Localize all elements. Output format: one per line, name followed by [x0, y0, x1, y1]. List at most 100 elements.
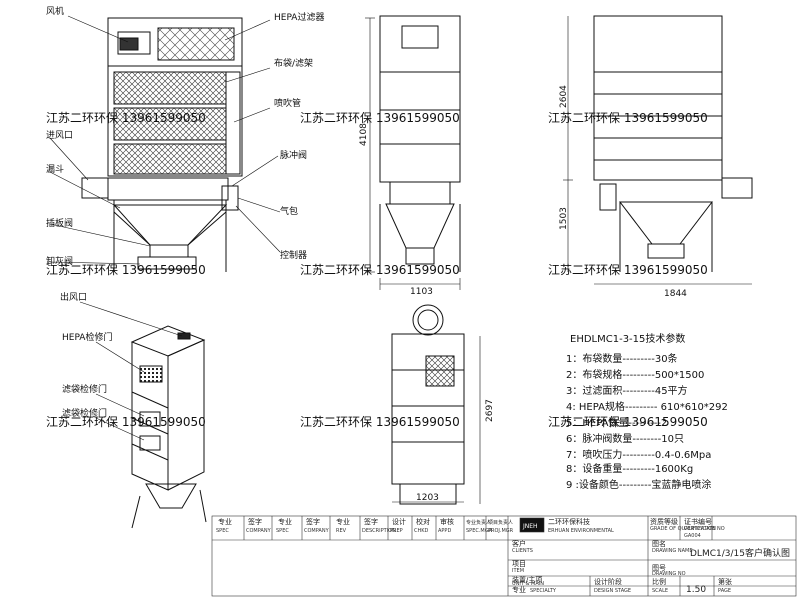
iso-side-face — [167, 339, 205, 491]
label-pulse-valve: 脉冲阀 — [280, 149, 307, 161]
end-top-enclosure — [379, 15, 461, 73]
end-view — [379, 15, 461, 272]
tb-header-en: COMPANY — [304, 528, 330, 534]
tb-cert-label: 证书编号 — [684, 517, 712, 526]
company-logo — [519, 517, 545, 533]
tb-header-en: SPEC.MGR — [466, 528, 493, 534]
end-hopper — [385, 203, 455, 249]
tb-drawing-name-en: DRAWING NAME — [652, 548, 693, 554]
company-name: 二环环保科技 — [548, 517, 590, 526]
tb-page-label: 第张 — [718, 577, 732, 586]
watermark: 江苏二环环保 13961599050 — [46, 263, 206, 277]
spec-item: 1：布袋数量---------30条 — [566, 352, 678, 365]
label-hepa: HEPA过滤器 — [274, 11, 324, 23]
label-blow-pipe: 喷吹管 — [274, 97, 301, 109]
watermark: 江苏二环环保 13961599050 — [46, 111, 206, 125]
tb-dno-en: DRAWING NO — [652, 571, 686, 577]
side-inlet-duct — [721, 177, 753, 199]
tb-sub-label: 装置/主项 — [512, 575, 542, 584]
rear-grille — [425, 355, 455, 387]
dim-rear-height: 2697 — [485, 399, 495, 422]
tb-cert-en: CERTIFICATE NO — [684, 526, 725, 532]
side-controller — [599, 183, 617, 211]
tb-header: 签字 — [306, 517, 320, 526]
label-hepa-door: HEPA检修门 — [62, 331, 112, 343]
end-main-body — [379, 71, 461, 183]
tb-header: 审核 — [440, 517, 454, 526]
label-bag-frame: 布袋/滤架 — [274, 57, 313, 69]
tb-spec-label: 专业 — [512, 585, 526, 594]
dim-rear-width: 1203 — [416, 493, 439, 503]
dim-side-width: 1844 — [664, 289, 687, 299]
tb-header: 校对 — [416, 517, 430, 526]
watermark: 江苏二环环保 13961599050 — [300, 111, 460, 125]
bag-frame-1 — [113, 71, 227, 105]
tb-proj-label: 项目 — [512, 560, 526, 568]
dim-side-upper: 2604 — [559, 85, 569, 108]
tb-header-en: CHKD — [414, 528, 429, 534]
label-controller: 控制器 — [280, 249, 307, 261]
iso-leaders — [79, 301, 183, 441]
spec-item: 7：喷吹压力---------0.4-0.6Mpa — [566, 448, 711, 461]
dim-front-height: 4108 — [359, 123, 369, 146]
tb-header: 专业 — [336, 517, 350, 526]
tb-scale-label: 比例 — [652, 577, 666, 586]
hepa-filter-box — [157, 27, 235, 61]
tb-header-en: REV — [336, 528, 347, 534]
label-bag-door-1: 滤袋检修门 — [62, 383, 107, 395]
tb-drawing-name: DLMC1/3/15客户确认图 — [690, 547, 790, 559]
iso-front-face — [131, 342, 169, 491]
bag-frame-2 — [113, 107, 227, 141]
tb-quality-en: GRADE OF QUALIFICATION — [650, 526, 716, 532]
spec-item: 4: HEPA规格--------- 610*610*292 — [566, 400, 728, 413]
label-fan: 风机 — [46, 5, 64, 17]
tb-proj-en: ITEM — [512, 568, 524, 574]
hopper — [112, 204, 228, 246]
fan-housing — [117, 31, 151, 55]
tb-scale-en: SCALE — [652, 588, 668, 594]
spec-item: 8：设备重量---------1600Kg — [566, 462, 693, 475]
tb-header-en: COMPANY — [246, 528, 272, 534]
tb-sub-en: UNIT & MAIN — [512, 581, 544, 587]
iso-bag-door-2 — [139, 435, 161, 451]
logo-text: JNEH — [522, 523, 538, 530]
end-pulse-section — [389, 181, 451, 205]
rear-outlet-ring — [412, 304, 444, 336]
iso-top — [130, 325, 206, 357]
label-bag-door-2: 滤袋检修门 — [62, 407, 107, 419]
label-outlet: 出风口 — [60, 291, 87, 303]
tb-header: 签字 — [248, 517, 262, 526]
iso-outlet — [177, 332, 191, 340]
spec-item: 9 :设备颜色---------宝蓝静电喷涂 — [566, 478, 711, 491]
tb-header-en: SPEC — [216, 528, 229, 534]
side-hopper — [618, 201, 714, 245]
tb-header: 专业 — [278, 517, 292, 526]
tb-header: 专业负责人 — [466, 519, 491, 526]
tb-spec-en: SPECIALTY — [530, 588, 557, 594]
tb-drawing-name-label: 图名 — [652, 539, 666, 548]
label-discharger: 卸灰阀 — [46, 255, 73, 267]
tb-header-en: PREP — [390, 528, 403, 534]
iso-bag-door-1 — [139, 411, 161, 427]
iso-hepa-door — [139, 365, 163, 383]
side-top-enclosure — [593, 15, 723, 73]
bag-frame-3 — [113, 143, 227, 175]
spec-item: 2：布袋规格---------500*1500 — [566, 368, 704, 381]
watermarks: 江苏二环环保 13961599050 江苏二环环保 13961599050 江苏… — [46, 111, 708, 429]
watermark: 江苏二环环保 13961599050 — [46, 415, 206, 429]
tb-header: 项目负责人 — [488, 519, 513, 526]
tb-stage-label: 设计阶段 — [594, 577, 622, 586]
label-inlet: 进风口 — [46, 130, 73, 141]
watermark: 江苏二环环保 13961599050 — [300, 263, 460, 277]
fan-motor — [119, 37, 139, 51]
spec-item: 6：脉冲阀数量--------10只 — [566, 432, 684, 445]
tb-quality-label: 资质等级 — [650, 517, 678, 526]
dim-side-lower: 1503 — [559, 207, 569, 230]
tb-header-en: PROJ.MGR — [488, 528, 514, 534]
side-view — [563, 15, 753, 285]
title-block-fields: 资质等级 GRADE OF QUALIFICATION 证书编号 CERTIFI… — [512, 517, 790, 595]
tb-header-en: SPEC — [276, 528, 289, 534]
front-view — [81, 17, 461, 290]
tb-header: 签字 — [364, 517, 378, 526]
